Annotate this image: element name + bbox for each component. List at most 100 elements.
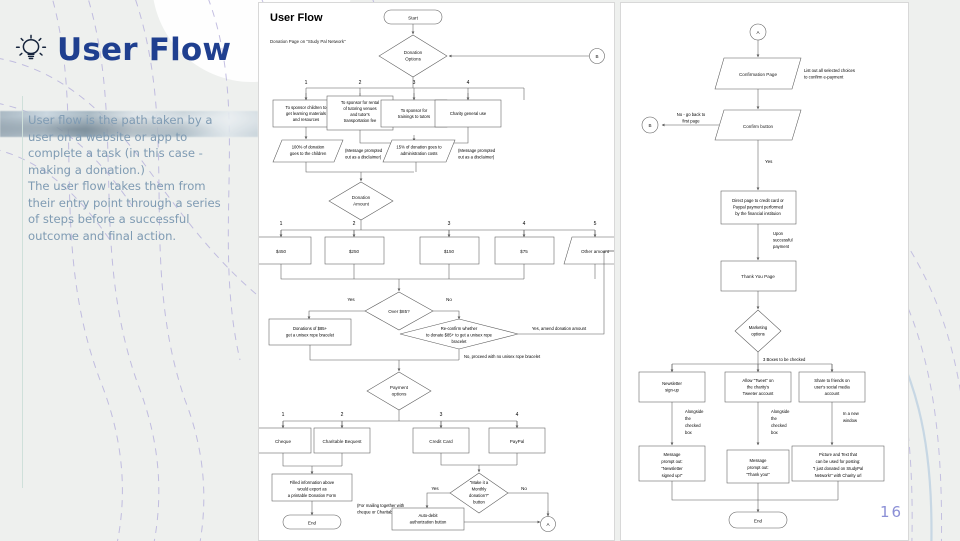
- bracelet-l1: Donations of $85+: [293, 326, 328, 331]
- autodebit-l1: Auto-debit: [418, 513, 438, 518]
- node-end-left: [282, 514, 342, 530]
- mkt1-l1: Newsletter: [662, 381, 682, 386]
- node-monthly-donation: [449, 472, 509, 514]
- mlbl3-l1: In a new: [843, 411, 860, 416]
- disclaimer-left-l2: goes to the children: [290, 151, 327, 156]
- donation-amount-l2: Amount: [353, 202, 370, 207]
- label-three-boxes: 3 Boxes to be checked: [763, 357, 806, 362]
- mkt3-l2: user's social media: [814, 385, 850, 390]
- node-disclaimer-left: [272, 139, 344, 163]
- node-confirmation-page: [714, 57, 802, 90]
- confirm-button-label: Confirm button: [743, 124, 774, 129]
- amount-number-3: 3: [448, 221, 451, 227]
- export-l2: would export as: [297, 487, 326, 492]
- upon-l1: Upon: [773, 231, 784, 236]
- amount-3-label: $150: [444, 249, 455, 254]
- monthly-l4: button: [473, 500, 485, 505]
- amount-number-1: 1: [280, 221, 283, 227]
- node-end-right: [728, 511, 788, 529]
- node-result-newsletter: [638, 445, 706, 482]
- payment-4-label: PayPal: [510, 439, 525, 444]
- node-over-85: [364, 291, 434, 331]
- payment-options-l1: Payment: [390, 385, 409, 390]
- monthly-l3: donation?": [469, 493, 489, 498]
- node-payment-cheque: [259, 427, 312, 454]
- amount-number-2: 2: [353, 221, 356, 227]
- reconfirm-l1: Re-confirm whether: [441, 326, 478, 331]
- connector-b-right: [641, 116, 659, 134]
- mlbl2-l4: box: [771, 430, 779, 435]
- res3-l1: Picture and Text that: [819, 452, 858, 457]
- reconfirm-l2: to donate $85+ to get a unisex rope: [426, 333, 493, 338]
- connector-a-right-label: A: [756, 30, 760, 35]
- upon-l2: successful: [773, 238, 793, 243]
- opt2-l1: To sponsor for rental: [341, 100, 379, 105]
- upon-l3: payment: [773, 244, 790, 249]
- end-left-label: End: [308, 521, 317, 526]
- mlbl1-l1: Alongside: [685, 409, 704, 414]
- node-newsletter-signup: [638, 371, 706, 403]
- node-start-label: Start: [408, 16, 418, 21]
- node-confirm-button: [714, 109, 802, 141]
- res2-l2: prompt out:: [747, 465, 768, 470]
- connector-b-left-label: B: [595, 54, 598, 59]
- payment-number-4: 4: [516, 412, 519, 418]
- confirmation-note-l1: List out all selected choices: [804, 68, 855, 73]
- reconfirm-l3: bracelet: [452, 339, 468, 344]
- mlbl2-l3: checked: [771, 423, 787, 428]
- payment-1-label: Cheque: [275, 439, 292, 444]
- payment-options-l2: options: [392, 392, 408, 397]
- node-thank-you-page: [720, 260, 797, 292]
- over-85-label: Over $85?: [388, 309, 410, 314]
- payment-number-2: 2: [341, 412, 344, 418]
- node-payment-paypal: [488, 427, 546, 454]
- amount-1-label: $450: [276, 249, 287, 254]
- mkt2-l3: Tweeter account: [743, 391, 775, 396]
- confirmation-note-l2: to confirm e-payment: [804, 75, 844, 80]
- node-amount-other: [563, 236, 614, 265]
- opt4-l1: Charity general use: [450, 111, 487, 116]
- end-right-label: End: [754, 519, 763, 524]
- flowchart-right-svg: A Confirmation Page List out all selecte…: [638, 23, 885, 529]
- label-no-over85: No: [446, 297, 452, 302]
- lightbulb-icon: [15, 34, 47, 60]
- res3-l2: can be used for posting:: [816, 459, 861, 464]
- res1-l3: "Newsletter: [661, 466, 683, 471]
- node-share-friends: [798, 371, 866, 403]
- direct-l1: Direct page to credit card or: [732, 198, 784, 203]
- amount-other-label: Other amount: [581, 249, 610, 254]
- confirmation-page-label: Confirmation Page: [739, 72, 777, 77]
- amount-number-4: 4: [523, 221, 526, 227]
- mlbl1-l2: the: [685, 416, 691, 421]
- opt2-l2: of tutoring venues: [343, 106, 376, 111]
- monthly-l1: "Make it a: [470, 480, 489, 485]
- mlbl1-l3: checked: [685, 423, 701, 428]
- node-donation-option-4: [434, 99, 502, 128]
- mailing-note-l2: cheque or Charitable Bequest): [357, 510, 414, 515]
- description-text: User flow is the path taken by a user on…: [28, 113, 221, 244]
- thank-you-label: Thank You Page: [741, 274, 775, 279]
- opt2-l3: and tutor's: [350, 112, 369, 117]
- title-row: User Flow: [14, 33, 231, 67]
- node-result-thankyou: [726, 449, 790, 484]
- opt3-l1: To sponsor for: [401, 108, 428, 113]
- export-l1: Filled information above: [290, 480, 335, 485]
- donation-options-line1: Donation: [404, 50, 423, 55]
- node-amount-1: [259, 236, 312, 265]
- flowchart-panel-left: User Flow Donation Page on "Study Pal Ne…: [258, 2, 615, 541]
- mlbl3-l2: window: [843, 418, 858, 423]
- option-number-1: 1: [305, 80, 308, 86]
- connector-a-left: [540, 516, 556, 532]
- option-number-2: 2: [359, 80, 362, 86]
- label-yes-over85: Yes: [347, 297, 355, 302]
- mlbl2-l1: Alongside: [771, 409, 790, 414]
- monthly-l2: Monthly: [472, 487, 488, 492]
- opt2-l4: transportation fee: [344, 118, 377, 123]
- node-bracelet: [268, 318, 352, 346]
- disclaimer-left-note-l1: (Message prompted: [345, 148, 383, 153]
- res3-l4: Network!" with Charity url: [815, 473, 862, 478]
- decorative-watercolor-band: [0, 111, 258, 137]
- payment-number-1: 1: [282, 412, 285, 418]
- left-column: User Flow User flow is the path taken by…: [0, 0, 258, 541]
- res1-l1: Message: [664, 452, 682, 457]
